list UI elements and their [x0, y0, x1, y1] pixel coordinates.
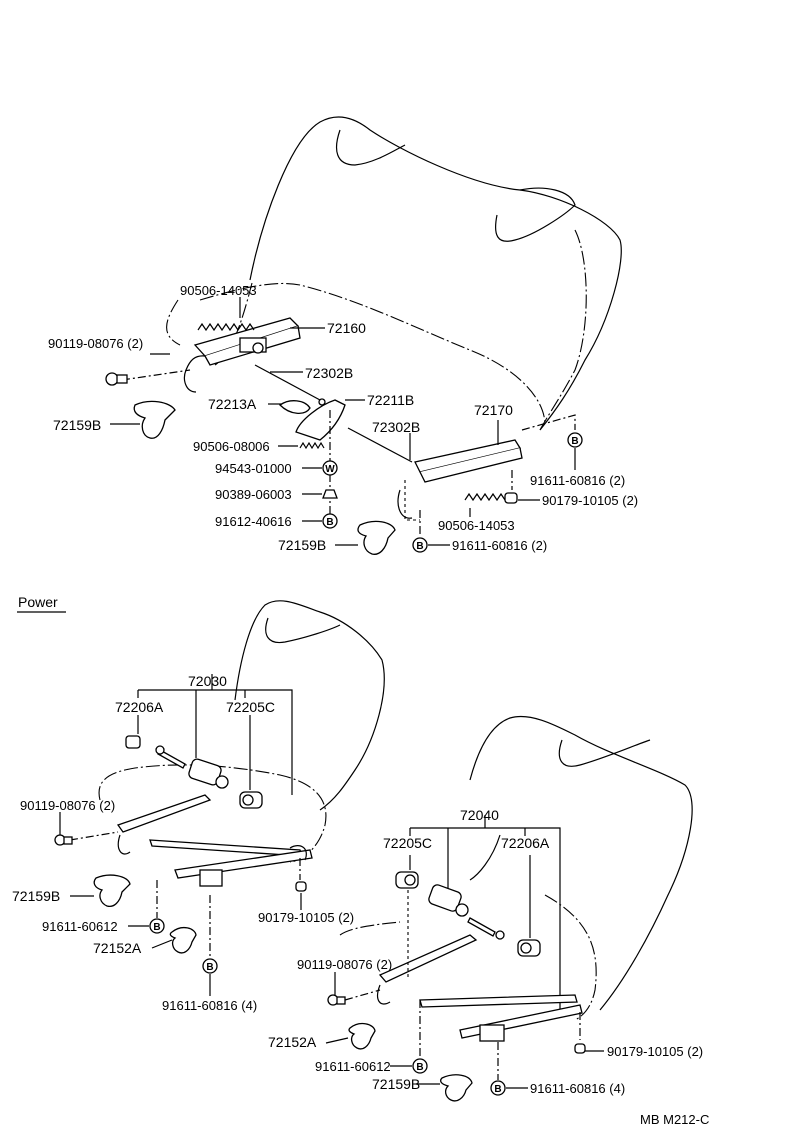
label-72205C: 72205C — [226, 699, 275, 715]
label-90119-08076: 90119-08076 (2) — [48, 336, 143, 351]
label-91611-60816: 91611-60816 (4) — [162, 998, 257, 1013]
label-90506-08006: 90506-08006 — [193, 439, 270, 454]
left-labels: 72030 72206A 72205C 90119-08076 (2) 7215… — [12, 673, 354, 1013]
left-power-track-assembly — [69, 674, 313, 958]
right-labels: 72040 72205C 72206A 90119-08076 (2) 7215… — [268, 807, 703, 1096]
label-72159B: 72159B — [12, 888, 60, 904]
top-seat-outline — [166, 116, 622, 431]
label-91611-60816: 91611-60816 (4) — [530, 1081, 625, 1096]
label-72152A: 72152A — [268, 1034, 317, 1050]
label-91611-60612: 91611-60612 — [315, 1059, 391, 1074]
right-small-parts — [327, 994, 586, 1102]
label-72160: 72160 — [327, 320, 366, 336]
label-91611-60816: 91611-60816 (2) — [452, 538, 547, 553]
label-72206A: 72206A — [501, 835, 550, 851]
label-90179-10105: 90179-10105 (2) — [258, 910, 354, 925]
bolt-symbol: B — [326, 517, 333, 528]
washer-symbol: W — [325, 464, 335, 475]
bolt-symbol: B — [153, 922, 160, 933]
top-symbols: W B B B — [322, 432, 583, 553]
label-72030: 72030 — [188, 673, 227, 689]
label-90506-14053: 90506-14053 — [180, 283, 257, 298]
bolt-symbol: B — [571, 436, 578, 447]
label-90119-08076: 90119-08076 (2) — [20, 798, 115, 813]
left-power-seat-outline — [98, 600, 385, 863]
label-72159B: 72159B — [53, 417, 101, 433]
label-90119-08076: 90119-08076 (2) — [297, 957, 392, 972]
right-symbols: B B — [412, 1058, 506, 1096]
diagram-code: MB M212-C — [640, 1112, 709, 1127]
label-90179-10105: 90179-10105 (2) — [542, 493, 638, 508]
label-90389-06003: 90389-06003 — [215, 487, 292, 502]
right-leaders — [325, 972, 604, 1089]
bolt-symbol: B — [206, 962, 213, 973]
label-72205C: 72205C — [383, 835, 432, 851]
bolt-symbol: B — [416, 1062, 423, 1073]
bolt-symbol: B — [494, 1084, 501, 1095]
label-91612-40616: 91612-40616 — [215, 514, 292, 529]
label-91611-60612: 91611-60612 — [42, 919, 118, 934]
label-94543-01000: 94543-01000 — [215, 461, 292, 476]
label-72170: 72170 — [474, 402, 513, 418]
label-72302B: 72302B — [372, 419, 420, 435]
label-90506-14053: 90506-14053 — [438, 518, 515, 533]
top-leaders — [110, 297, 576, 546]
label-72159B: 72159B — [278, 537, 326, 553]
label-90179-10105: 90179-10105 (2) — [607, 1044, 703, 1059]
label-72211B: 72211B — [367, 392, 414, 408]
power-heading: Power — [18, 594, 58, 610]
left-symbols: B B — [149, 918, 218, 974]
left-leaders — [59, 812, 302, 996]
right-power-seat-outline — [339, 715, 693, 1021]
label-72213A: 72213A — [208, 396, 257, 412]
bolt-symbol: B — [416, 541, 423, 552]
label-91611-60816: 91611-60816 (2) — [530, 473, 625, 488]
right-power-track-assembly — [344, 815, 583, 1080]
top-labels: 90506-14053 72160 90119-08076 (2) 72302B… — [48, 283, 638, 553]
power-section-heading: Power — [17, 594, 66, 613]
label-72302B: 72302B — [305, 365, 353, 381]
label-72206A: 72206A — [115, 699, 164, 715]
label-72040: 72040 — [460, 807, 499, 823]
label-72152A: 72152A — [93, 940, 142, 956]
top-small-parts — [105, 372, 518, 555]
left-small-parts — [54, 834, 307, 954]
top-seat-track-assembly — [121, 317, 576, 535]
label-72159B: 72159B — [372, 1076, 420, 1092]
